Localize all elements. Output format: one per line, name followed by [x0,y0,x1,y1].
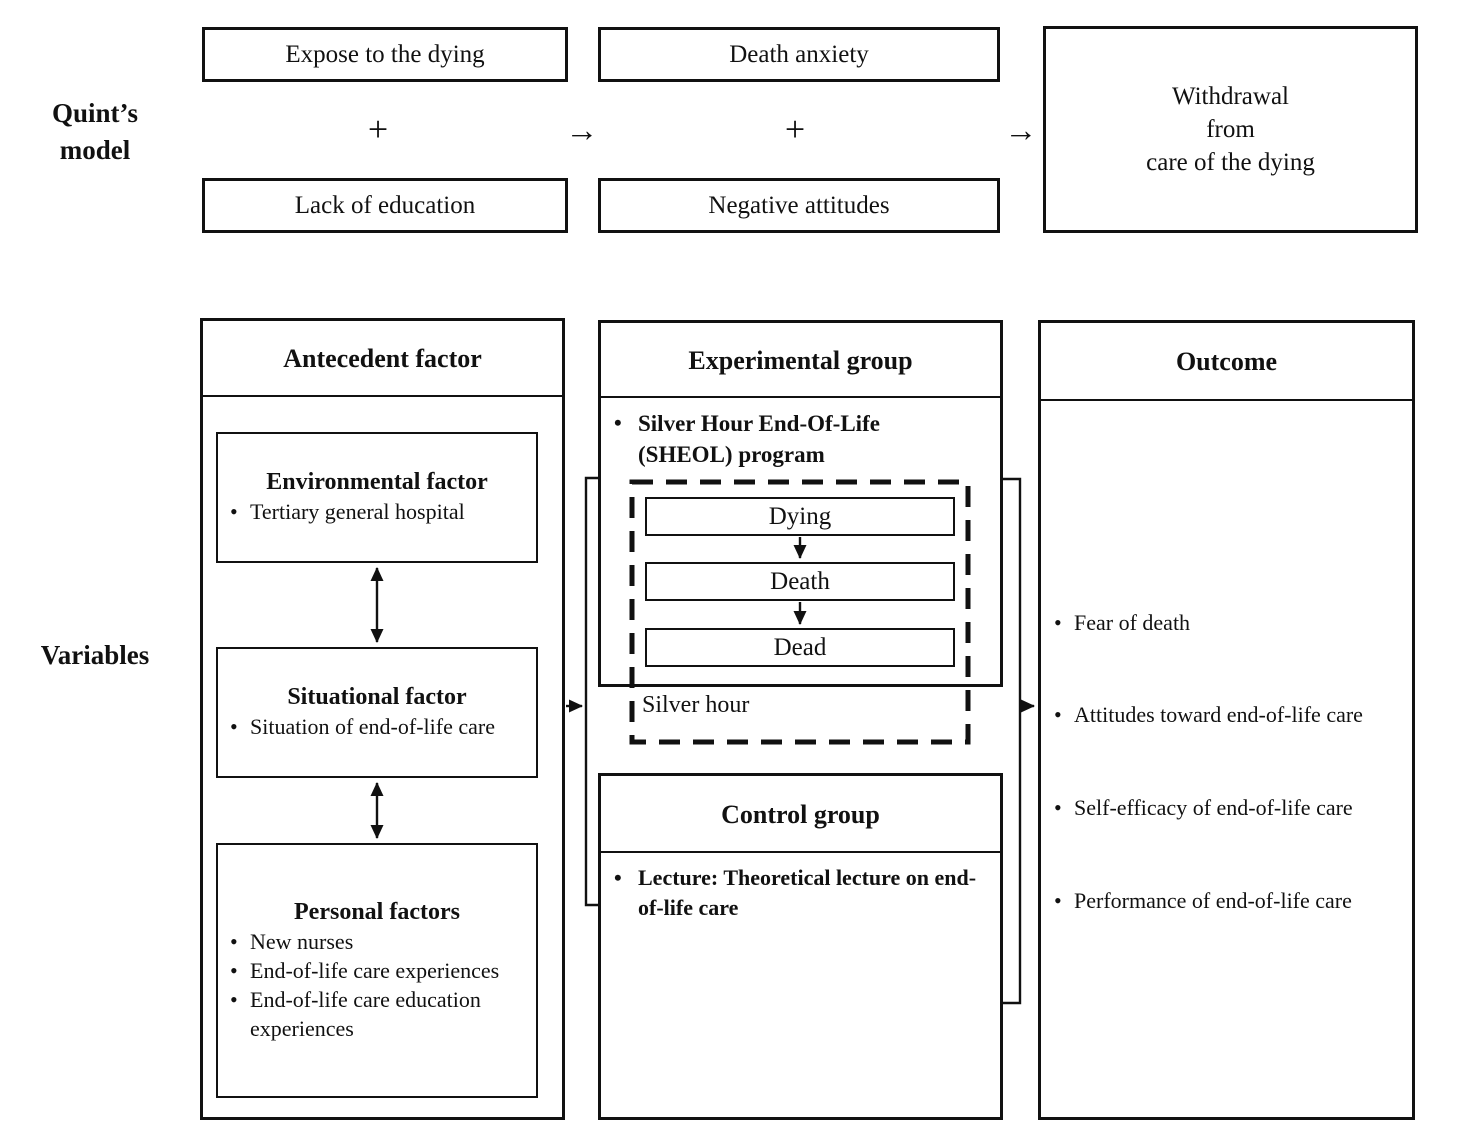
withdrawal-text: Withdrawal from care of the dying [1146,80,1315,179]
withdrawal-line3: care of the dying [1146,149,1315,176]
withdrawal-box: Withdrawal from care of the dying [1043,26,1418,233]
lecture-bullet-item: • Lecture: Theoretical lecture on end-of… [612,863,994,923]
bullet-marker: • [614,865,622,890]
bullet-marker: • [1054,610,1062,635]
personal-bullet-text-3: End-of-life care education experiences [250,987,481,1041]
situational-bullet-item: • Situation of end-of-life care [218,712,536,741]
quints-model-row-label: Quint’s model [20,95,170,169]
expose-to-the-dying-text: Expose to the dying [285,40,485,68]
environmental-bullet-text: Tertiary general hospital [250,499,465,524]
situational-factor-title: Situational factor [287,684,467,710]
plus-operator-left: + [367,109,389,149]
outcome-bullet-text-4: Performance of end-of-life care [1074,888,1352,913]
bullet-marker: • [614,410,622,435]
left-split-bracket [584,476,598,907]
personal-bullet-text-2: End-of-life care experiences [250,958,500,983]
sheol-program-bullet-item: • Silver Hour End-Of-Life (SHEOL) progra… [612,408,952,470]
stage-dead-box: Dead [645,628,955,667]
withdrawal-line2: from [1206,116,1255,143]
negative-attitudes-box: Negative attitudes [598,178,1000,233]
lecture-bullet-text: Lecture: Theoretical lecture on end-of-l… [638,865,977,920]
bullet-marker: • [230,987,238,1012]
situational-factor-box: Situational factor • Situation of end-of… [216,647,538,778]
arrow-operator-right: → [1004,112,1038,149]
death-anxiety-text: Death anxiety [729,40,869,68]
situational-bullet-text: Situation of end-of-life care [250,714,495,739]
variables-row-label: Variables [40,640,150,670]
bullet-marker: • [1054,702,1062,727]
outcome-bullet-item: • Self-efficacy of end-of-life care [1052,793,1353,822]
control-group-box: Control group [598,773,1003,1120]
negative-attitudes-text: Negative attitudes [708,191,890,219]
personal-bullet-item: • New nurses [218,927,536,956]
personal-bullet-text-1: New nurses [250,929,354,954]
bullet-marker: • [230,714,238,739]
stage-dying-box: Dying [645,497,955,536]
outcome-bullet-item: • Performance of end-of-life care [1052,886,1352,915]
outcome-bullet-text-3: Self-efficacy of end-of-life care [1074,795,1353,820]
environmental-factor-box: Environmental factor • Tertiary general … [216,432,538,563]
quints-model-label-line1: Quint’s [51,98,139,128]
personal-factors-box: Personal factors • New nurses • End-of-l… [216,843,538,1098]
stage-death-text: Death [770,567,830,595]
plus-operator-right: + [784,109,806,149]
outcome-bullet-item: • Fear of death [1052,608,1190,637]
bullet-marker: • [230,929,238,954]
bullet-marker: • [1054,888,1062,913]
environmental-bullet-item: • Tertiary general hospital [218,497,536,526]
outcome-column: Outcome [1038,320,1415,1120]
silver-hour-label: Silver hour [642,692,750,718]
control-group-header: Control group [601,776,1000,853]
environmental-factor-title: Environmental factor [266,469,488,495]
lack-of-education-box: Lack of education [202,178,568,233]
stage-dying-text: Dying [768,502,832,530]
quints-model-label-line2: model [59,135,131,165]
outcome-header: Outcome [1041,323,1412,401]
bullet-marker: • [230,499,238,524]
arrow-operator-left: → [565,112,599,149]
personal-bullet-item: • End-of-life care experiences [218,956,536,985]
outcome-bullet-item: • Attitudes toward end-of-life care [1052,700,1363,729]
sheol-program-bullet-text: Silver Hour End-Of-Life (SHEOL) program [638,411,880,467]
stage-dead-text: Dead [773,633,827,661]
outcome-bullet-text-1: Fear of death [1074,610,1191,635]
expose-to-the-dying-box: Expose to the dying [202,27,568,82]
experimental-group-header: Experimental group [601,323,1000,398]
bullet-marker: • [1054,795,1062,820]
outcome-bullet-text-2: Attitudes toward end-of-life care [1074,702,1363,727]
lack-of-education-text: Lack of education [294,191,476,219]
stage-death-box: Death [645,562,955,601]
right-merge-bracket [1003,477,1022,1005]
withdrawal-line1: Withdrawal [1171,83,1289,110]
antecedent-factor-header: Antecedent factor [203,321,562,397]
death-anxiety-box: Death anxiety [598,27,1000,82]
personal-bullet-item: • End-of-life care education experiences [218,985,536,1043]
bullet-marker: • [230,958,238,983]
personal-factors-title: Personal factors [294,899,460,925]
